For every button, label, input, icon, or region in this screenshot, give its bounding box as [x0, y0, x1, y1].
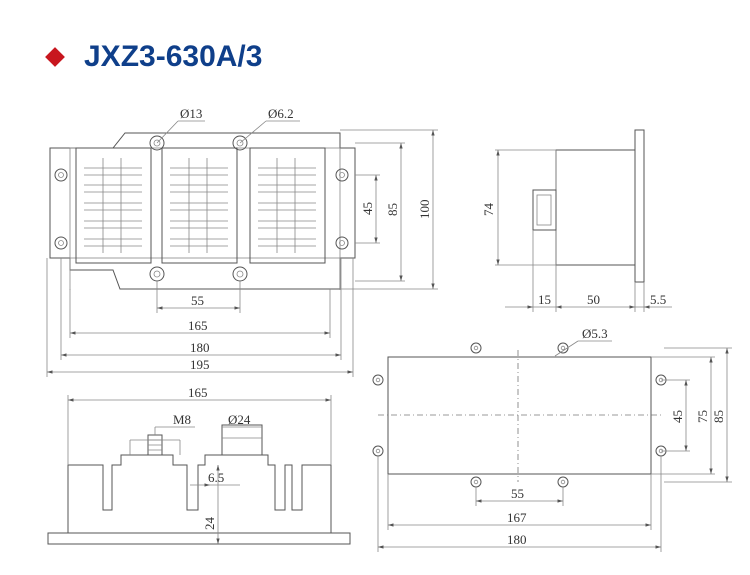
- mounting-holes-2: [372, 342, 667, 488]
- bottom-view: 165 M8 Ø24 6.5 24: [47, 385, 351, 545]
- mounting-view: Ø5.3 45 75 85 55 167 180: [372, 326, 732, 552]
- dim-6-5-label: 6.5: [208, 470, 224, 485]
- mount-dim-55-label: 55: [511, 486, 524, 501]
- bottom-dim-165-label: 165: [188, 385, 208, 400]
- mount-dim-180-label: 180: [507, 532, 527, 547]
- hole-small-label: Ø6.2: [268, 106, 294, 121]
- front-view: Ø13 Ø6.2 45 85 100 55 165 180 195: [46, 106, 438, 377]
- dim-24-label: 24: [202, 517, 217, 531]
- hole-label: Ø5.3: [582, 326, 608, 341]
- dim-50-label: 50: [587, 292, 600, 307]
- side-view: 74 15 50 5.5: [481, 129, 672, 312]
- dim-100-label: 100: [417, 200, 432, 220]
- dim-85-label: 85: [385, 203, 400, 216]
- thread-label: M8: [173, 412, 191, 427]
- dim-15-label: 15: [538, 292, 551, 307]
- hole-large-label: Ø13: [180, 106, 202, 121]
- mount-dim-85-label: 85: [711, 410, 726, 423]
- dim-45-label: 45: [360, 202, 375, 215]
- mounting-holes: [54, 135, 349, 282]
- dim-180-label: 180: [190, 340, 210, 355]
- terminal-rows: [84, 158, 316, 253]
- mount-dim-75-label: 75: [695, 410, 710, 423]
- diameter-label: Ø24: [228, 412, 251, 427]
- mount-dim-45-label: 45: [670, 410, 685, 423]
- dim-55-label: 55: [191, 293, 204, 308]
- dim-5-5-label: 5.5: [650, 292, 666, 307]
- model-name: JXZ3-630A/3: [84, 40, 263, 73]
- dim-195-label: 195: [190, 357, 210, 372]
- dim-74-label: 74: [481, 203, 496, 217]
- mount-dim-167-label: 167: [507, 510, 527, 525]
- page-title: JXZ3-630A/3: [44, 40, 262, 74]
- dim-165-label: 165: [188, 318, 208, 333]
